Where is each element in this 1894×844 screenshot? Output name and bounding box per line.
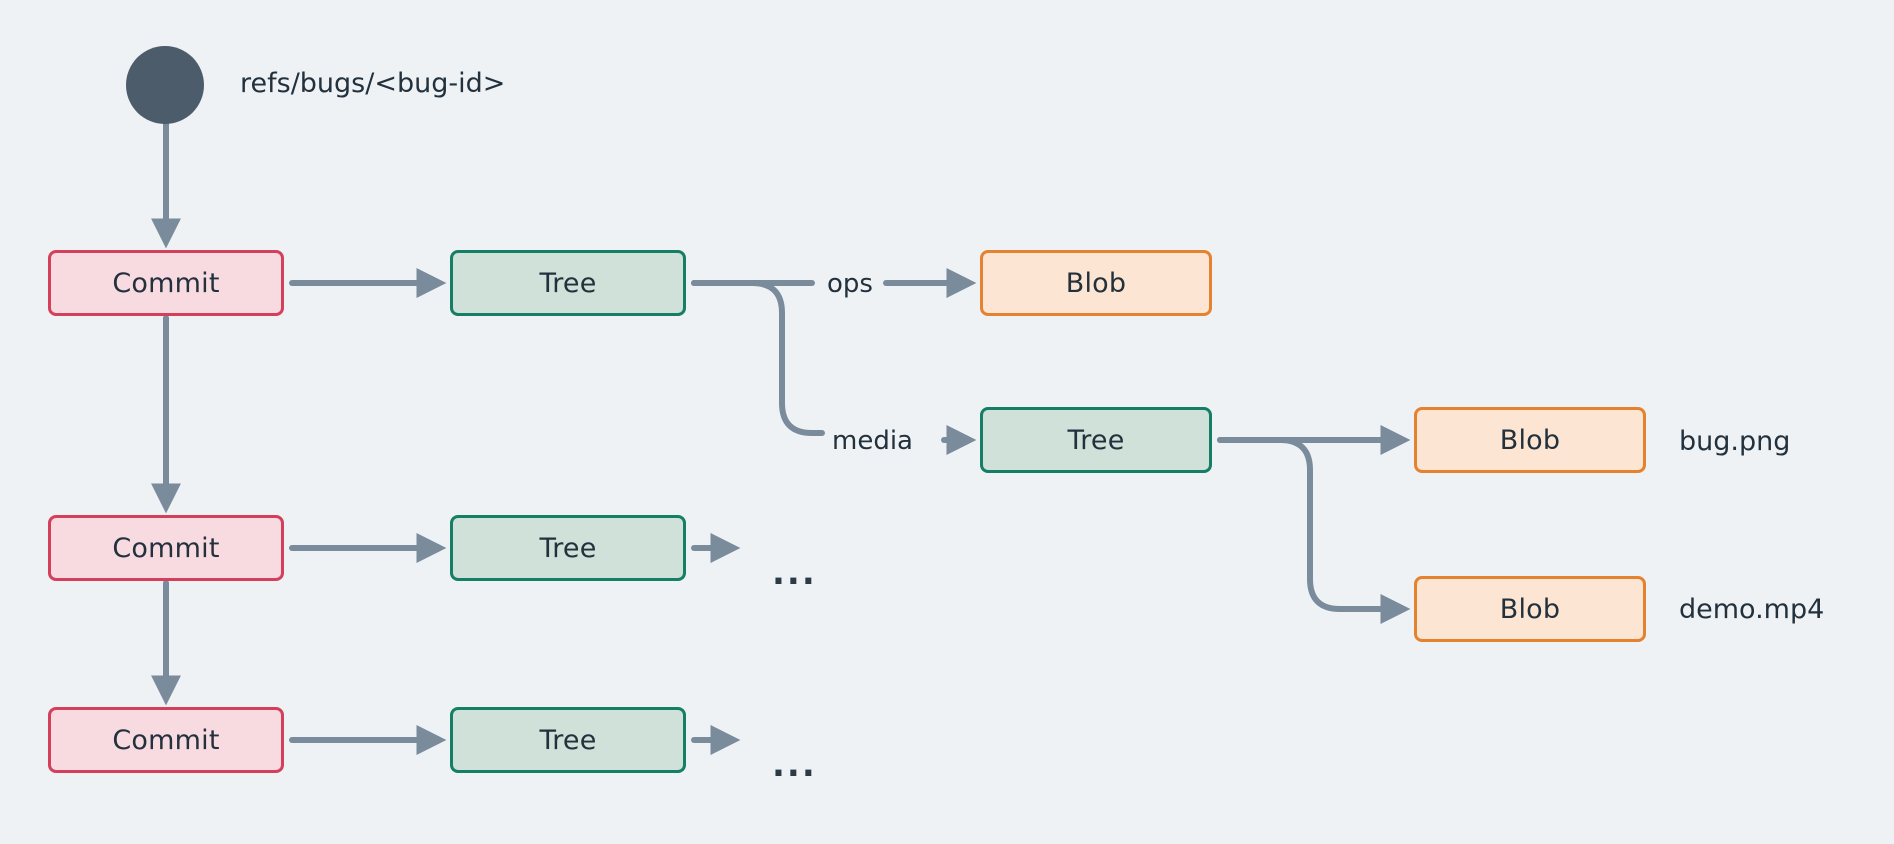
- node-tree-3[interactable]: Tree: [450, 707, 686, 773]
- ref-dot: [126, 46, 204, 124]
- node-commit-1[interactable]: Commit: [48, 250, 284, 316]
- ref-label: refs/bugs/<bug-id>: [240, 68, 506, 99]
- node-blob-ops[interactable]: Blob: [980, 250, 1212, 316]
- node-tree-1[interactable]: Tree: [450, 250, 686, 316]
- edge-label-ops: ops: [827, 269, 873, 299]
- ellipsis-after-tree-2: ...: [772, 553, 817, 593]
- node-commit-2[interactable]: Commit: [48, 515, 284, 581]
- file-label-bug-png: bug.png: [1679, 426, 1791, 457]
- file-label-demo-mp4: demo.mp4: [1679, 594, 1825, 625]
- edge-label-media: media: [832, 426, 913, 456]
- node-tree-2[interactable]: Tree: [450, 515, 686, 581]
- node-commit-3[interactable]: Commit: [48, 707, 284, 773]
- node-tree-media[interactable]: Tree: [980, 407, 1212, 473]
- ellipsis-after-tree-3: ...: [772, 745, 817, 785]
- edge-tree1-to-media-label: [691, 280, 825, 436]
- edge-treemedia-to-blob-demo: [1217, 437, 1411, 624]
- node-blob-demo-mp4[interactable]: Blob: [1414, 576, 1646, 642]
- node-blob-bug-png[interactable]: Blob: [1414, 407, 1646, 473]
